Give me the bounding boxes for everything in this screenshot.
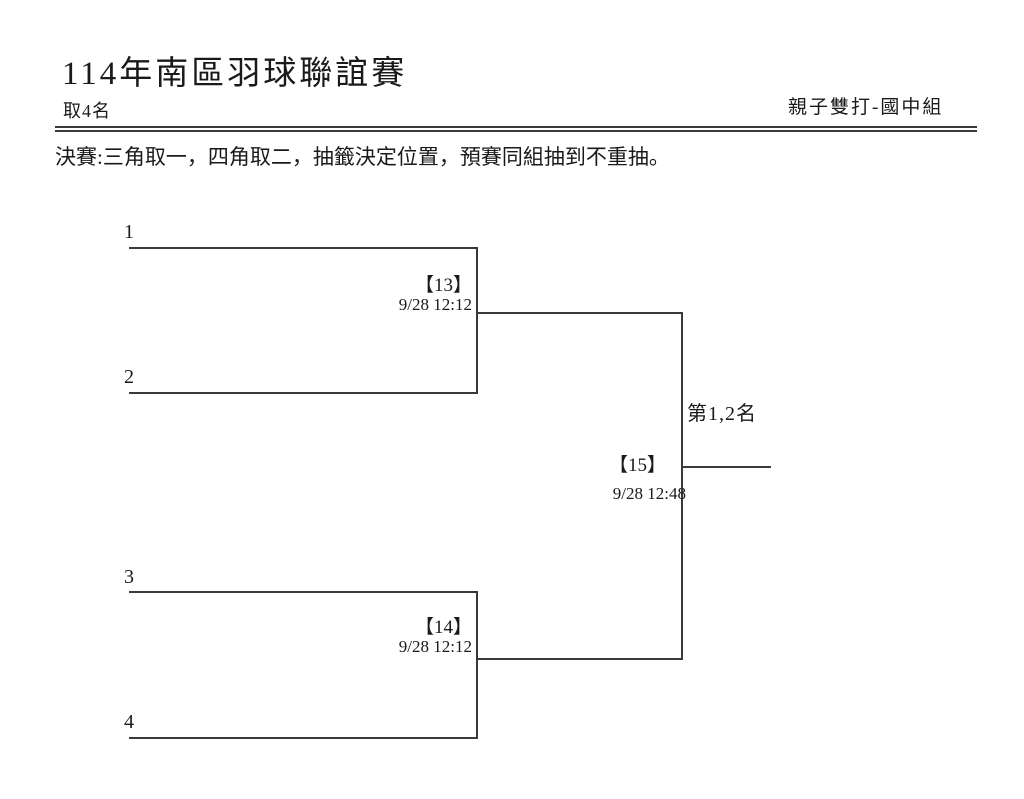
- match-15-time: 9/28 12:48: [612, 484, 686, 503]
- semifinal-1-out-line: [476, 312, 683, 314]
- seed-4-label: 4: [124, 711, 134, 733]
- seed-2-line: [129, 392, 478, 394]
- seed-1-line: [129, 247, 478, 249]
- seed-4-line: [129, 737, 478, 739]
- match-14-number: 【14】: [414, 617, 472, 638]
- page-title: 114年南區羽球聯誼賽: [62, 56, 408, 92]
- semifinal-1-join-line: [476, 247, 478, 394]
- match-13-time: 9/28 12:12: [398, 295, 472, 314]
- match-13-number: 【13】: [414, 275, 472, 296]
- qualifier-note: 取4名: [63, 101, 111, 121]
- match-14-time: 9/28 12:12: [398, 637, 472, 656]
- seed-1-label: 1: [124, 221, 134, 243]
- final-join-line: [681, 312, 683, 660]
- semifinal-2-join-line: [476, 591, 478, 739]
- seed-3-line: [129, 591, 478, 593]
- seed-3-label: 3: [124, 566, 134, 588]
- rule-text: 決賽:三角取一，四角取二，抽籤決定位置，預賽同組抽到不重抽。: [55, 145, 670, 169]
- header-divider: [55, 126, 977, 132]
- final-out-line: [681, 466, 771, 468]
- match-14-label: 【14】 9/28 12:12: [330, 617, 472, 656]
- match-15-number: 【15】: [608, 455, 666, 476]
- placement-label: 第1,2名: [687, 403, 757, 425]
- match-13-label: 【13】 9/28 12:12: [330, 275, 472, 314]
- semifinal-2-out-line: [476, 658, 683, 660]
- division-label: 親子雙打-國中組: [788, 97, 944, 118]
- seed-2-label: 2: [124, 366, 134, 388]
